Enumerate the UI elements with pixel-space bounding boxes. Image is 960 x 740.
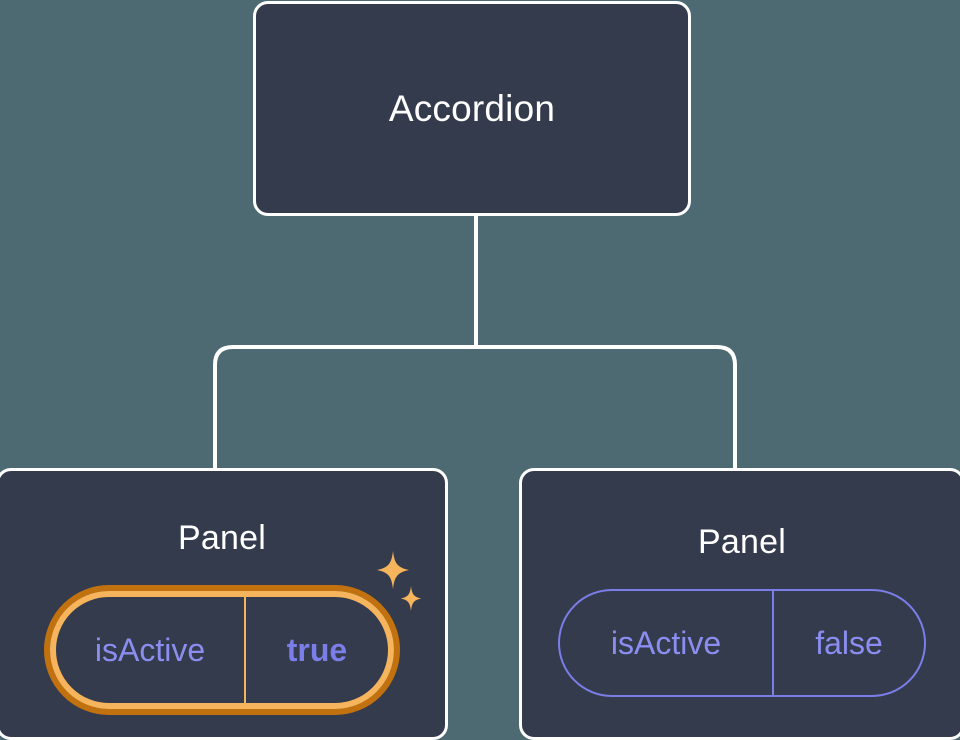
prop-key-cell-inactive: isActive bbox=[560, 591, 772, 695]
prop-pill-wrap-active: isActive true bbox=[44, 551, 422, 715]
prop-key-label-active: isActive bbox=[94, 631, 206, 668]
node-accordion[interactable]: Accordion bbox=[253, 1, 691, 216]
sparkle-small-icon bbox=[400, 586, 422, 611]
node-panel-active-title: Panel bbox=[178, 519, 266, 557]
node-panel-inactive[interactable]: Panel isActive false bbox=[519, 468, 960, 740]
prop-value-cell-inactive: false bbox=[772, 591, 924, 695]
prop-pill-wrap-inactive: isActive false bbox=[558, 589, 926, 697]
prop-value-cell-active: true bbox=[244, 597, 388, 703]
prop-pill-inactive[interactable]: isActive false bbox=[558, 589, 926, 697]
node-panel-active[interactable]: Panel isActive true bbox=[0, 468, 448, 740]
prop-key-cell-active: isActive bbox=[56, 597, 244, 703]
prop-value-label-active: true bbox=[286, 631, 348, 668]
prop-pill-active-inner: isActive true bbox=[50, 591, 394, 709]
node-accordion-title: Accordion bbox=[388, 87, 556, 129]
prop-key-label-inactive: isActive bbox=[610, 624, 722, 661]
node-panel-inactive-title: Panel bbox=[698, 523, 786, 561]
prop-value-label-inactive: false bbox=[815, 624, 883, 661]
prop-pill-active[interactable]: isActive true bbox=[44, 585, 400, 715]
sparkle-large-icon bbox=[377, 551, 409, 589]
connector-branch bbox=[213, 345, 737, 480]
